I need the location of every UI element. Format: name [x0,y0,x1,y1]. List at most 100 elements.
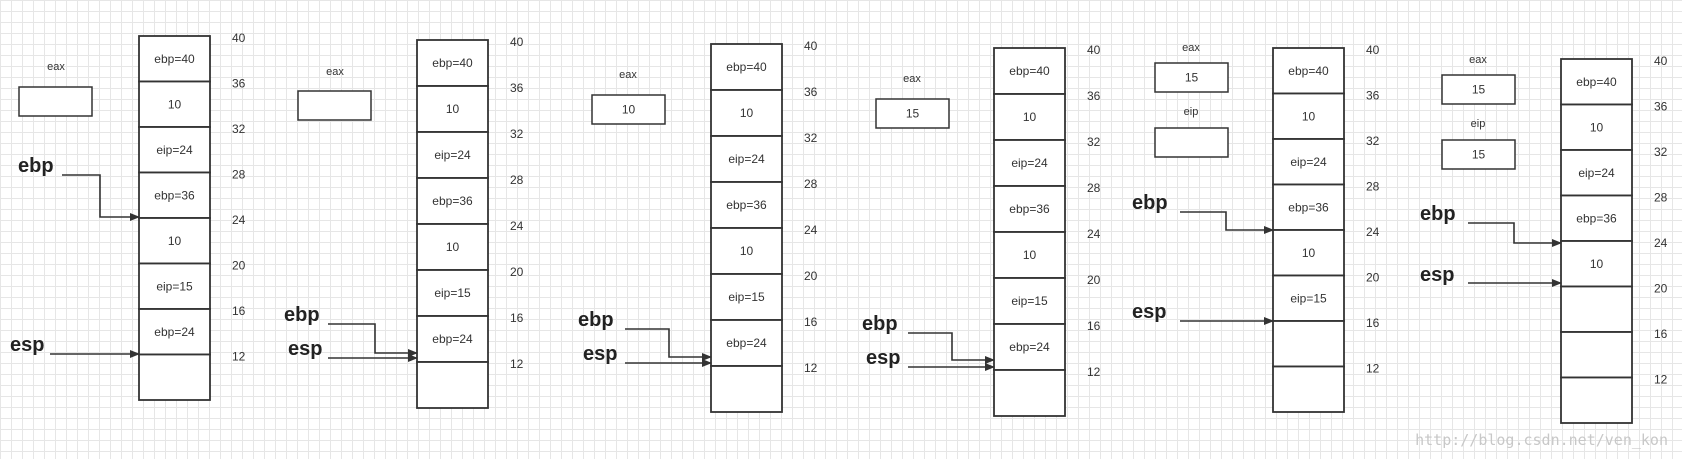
address-label: 32 [232,122,246,136]
ebp-pointer-label: ebp [1132,192,1168,214]
ebp-pointer-arrow [625,328,712,361]
address-label: 32 [1366,134,1380,148]
stack-cell [416,223,489,271]
stack-cell [1560,194,1633,242]
stack-cell-value: eip=24 [156,143,193,157]
stack-cell-value: 10 [446,240,460,254]
stack-cell-value: 10 [168,234,182,248]
ebp-pointer-label: ebp [284,304,320,326]
ebp-pointer-label: ebp [862,313,898,335]
register-box [1441,139,1516,170]
address-label: 40 [1654,54,1668,68]
stack-cell [993,139,1066,187]
register-box [18,86,93,117]
stack-cell-value: ebp=24 [154,325,195,339]
stack-cell-value: ebp=36 [154,188,195,202]
address-label: 32 [510,127,524,141]
stack-cell [710,181,783,229]
address-label: 36 [1654,100,1668,114]
stack-cell-value: 10 [1302,246,1316,260]
stack-cell-value: 10 [1023,110,1037,124]
stack-cell-value: eip=24 [728,152,765,166]
stack-cell-value: ebp=40 [1288,64,1329,78]
stack-cell [710,273,783,321]
stack-cell-value: ebp=24 [1009,340,1050,354]
stack-cell [416,315,489,363]
address-label: 40 [232,31,246,45]
address-label: 36 [804,85,818,99]
esp-pointer-label: esp [866,347,900,369]
stack-cell-value: ebp=40 [1576,75,1617,89]
address-label: 32 [1087,135,1101,149]
stack-cell [138,80,211,128]
address-label: 16 [1087,319,1101,333]
stack-cell-value: 10 [740,244,754,258]
stack-cell [1272,47,1345,95]
address-label: 16 [510,311,524,325]
stack-cell [1272,320,1345,368]
address-label: 24 [1087,227,1101,241]
stack-cell-value: ebp=24 [432,332,473,346]
register-box [1154,127,1229,158]
ebp-pointer-arrow [62,174,140,221]
esp-pointer-label: esp [1132,301,1166,323]
address-label: 28 [232,168,246,182]
stack-cell [1560,58,1633,106]
register-value: 15 [1472,83,1486,97]
stack-cell [1560,103,1633,151]
stack-cell [1272,229,1345,277]
address-label: 40 [804,39,818,53]
address-label: 28 [510,173,524,187]
address-label: 12 [804,361,818,375]
stack-cell [138,171,211,219]
ebp-pointer-arrow [328,323,418,357]
address-label: 16 [1366,316,1380,330]
stack-cell-value: 10 [1590,257,1604,271]
register-label: eax [619,69,637,81]
stack-cell [993,369,1066,417]
address-label: 28 [804,177,818,191]
register-label: eax [1182,42,1200,54]
stack-cell-value: eip=24 [1011,156,1048,170]
address-label: 36 [1366,89,1380,103]
stack-cell [416,131,489,179]
stack-cell [710,319,783,367]
address-label: 36 [1087,89,1101,103]
stack-cell-value: ebp=36 [432,194,473,208]
stack-cell [710,135,783,183]
stack-cell [416,177,489,225]
register-value: 15 [906,107,920,121]
ebp-pointer-arrow [1180,211,1274,234]
esp-pointer-label: esp [288,338,322,360]
address-label: 36 [232,77,246,91]
stack-cell [1560,240,1633,288]
address-label: 20 [1366,271,1380,285]
stack-cell-value: ebp=40 [432,56,473,70]
ebp-pointer-arrow [1468,222,1562,247]
address-label: 28 [1654,191,1668,205]
register-box [1154,62,1229,93]
register-label: eax [903,73,921,85]
register-value: 10 [622,103,636,117]
stack-cell-value: 10 [1023,248,1037,262]
stack-cell-value: eip=24 [1578,166,1615,180]
address-label: 16 [232,304,246,318]
address-label: 16 [804,315,818,329]
stack-cell-value: eip=15 [1290,291,1327,305]
address-label: 16 [1654,327,1668,341]
stack-cell [1560,149,1633,197]
stack-cell [138,353,211,401]
stack-cell [138,262,211,310]
stack-cell [993,185,1066,233]
stack-cell [993,47,1066,95]
address-label: 32 [1654,145,1668,159]
address-label: 12 [1654,373,1668,387]
stack-cell [138,35,211,83]
stack-cell [710,365,783,413]
stack-cell [1560,285,1633,333]
address-label: 12 [232,350,246,364]
register-label: eax [1469,54,1487,66]
register-label: eax [326,66,344,78]
register-box [875,98,950,129]
